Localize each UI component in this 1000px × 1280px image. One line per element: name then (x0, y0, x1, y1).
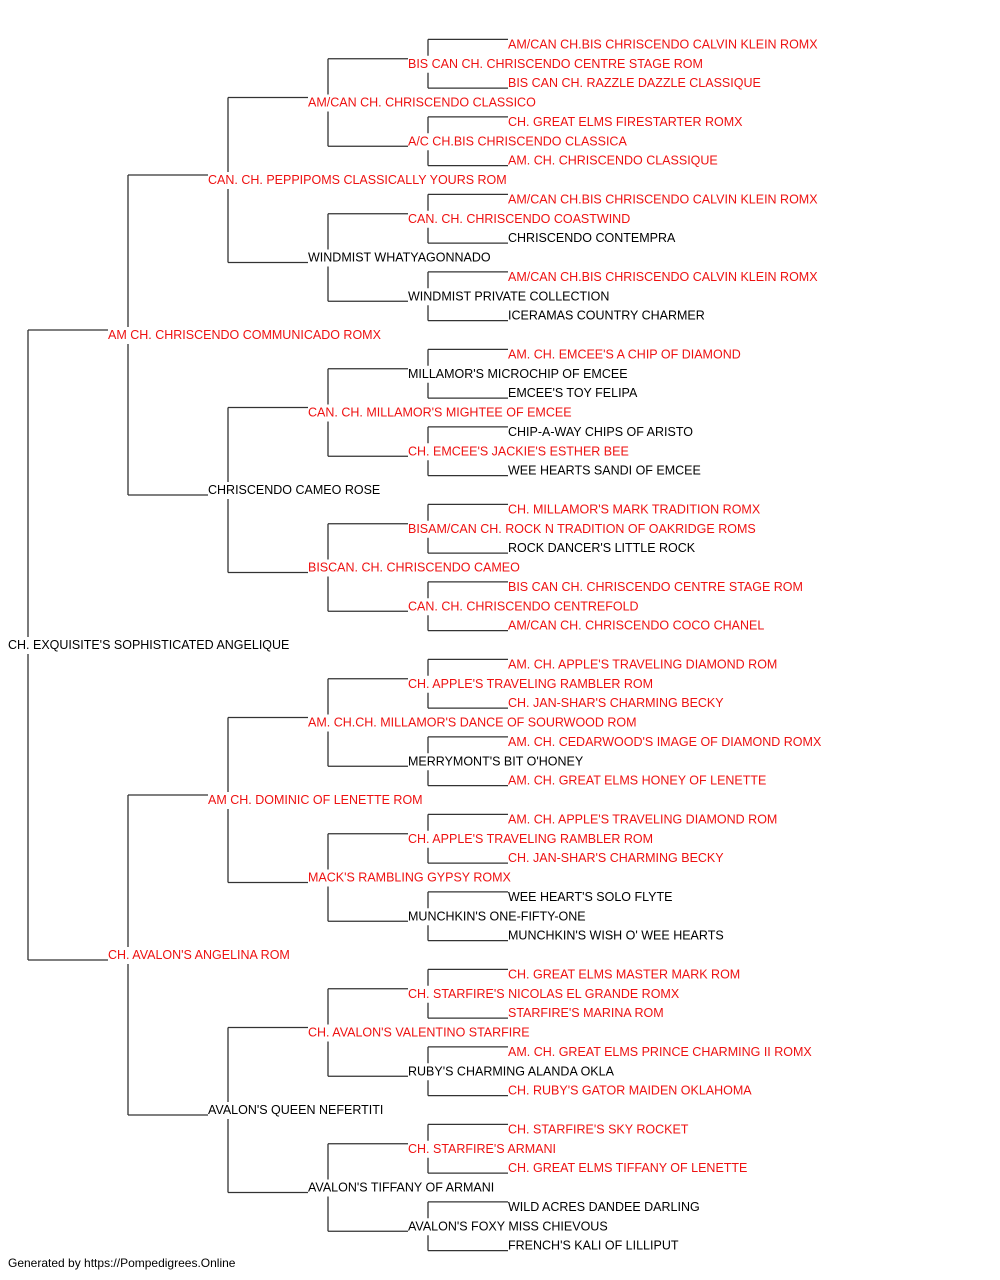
dog-name-dam-dam-sire-dam: RUBY'S CHARMING ALANDA OKLA (408, 1064, 615, 1078)
dog-name-sire-sire-sire-dam: A/C CH.BIS CHRISCENDO CLASSICA (408, 134, 627, 148)
dog-name-dam-sire-sire-dam-sire: AM. CH. CEDARWOOD'S IMAGE OF DIAMOND ROM… (508, 735, 822, 749)
dog-name-sire-sire-sire-dam-sire: CH. GREAT ELMS FIRESTARTER ROMX (508, 115, 743, 129)
dog-name-dam-sire-dam-dam: MUNCHKIN'S ONE-FIFTY-ONE (408, 909, 586, 923)
dog-name-dam-dam-dam: AVALON'S TIFFANY OF ARMANI (308, 1181, 494, 1195)
dog-name-sire-dam-sire-sire-sire: AM. CH. EMCEE'S A CHIP OF DIAMOND (508, 347, 741, 361)
dog-name-sire-sire-dam-dam-dam: ICERAMAS COUNTRY CHARMER (508, 309, 705, 323)
dog-name-dam-sire-dam-dam-dam: MUNCHKIN'S WISH O' WEE HEARTS (508, 929, 724, 943)
dog-name-dam-dam-sire: CH. AVALON'S VALENTINO STARFIRE (308, 1026, 530, 1040)
dog-name-dam-dam-sire-sire: CH. STARFIRE'S NICOLAS EL GRANDE ROMX (408, 987, 680, 1001)
dog-name-dam-sire-sire-dam: MERRYMONT'S BIT O'HONEY (408, 754, 584, 768)
dog-name-dam-sire-sire-dam-dam: AM. CH. GREAT ELMS HONEY OF LENETTE (508, 774, 766, 788)
dog-name-dam-dam-sire-dam-sire: AM. CH. GREAT ELMS PRINCE CHARMING II RO… (508, 1045, 812, 1059)
dog-name-dam-sire-dam: MACK'S RAMBLING GYPSY ROMX (308, 871, 512, 885)
footer-credit: Generated by https://Pompedigrees.Online (8, 1256, 236, 1270)
dog-name-sire-sire: CAN. CH. PEPPIPOMS CLASSICALLY YOURS ROM (208, 173, 507, 187)
dog-name-sire-dam-dam-dam-dam: AM/CAN CH. CHRISCENDO COCO CHANEL (508, 619, 764, 633)
dog-name-sire-dam: CHRISCENDO CAMEO ROSE (208, 483, 380, 497)
dog-name-sire-dam-sire-dam-dam: WEE HEARTS SANDI OF EMCEE (508, 464, 701, 478)
dog-name-dam-dam-dam-sire-dam: CH. GREAT ELMS TIFFANY OF LENETTE (508, 1161, 747, 1175)
dog-name-dam-dam-sire-sire-sire: CH. GREAT ELMS MASTER MARK ROM (508, 967, 740, 981)
dog-name-dam-dam-sire-sire-dam: STARFIRE'S MARINA ROM (508, 1006, 664, 1020)
dog-name-sire-sire-dam-sire-sire: AM/CAN CH.BIS CHRISCENDO CALVIN KLEIN RO… (508, 192, 818, 206)
dog-name-subject: CH. EXQUISITE'S SOPHISTICATED ANGELIQUE (8, 638, 289, 652)
dog-name-sire-dam-dam-sire: BISAM/CAN CH. ROCK N TRADITION OF OAKRID… (408, 522, 756, 536)
dog-name-sire-sire-dam-dam: WINDMIST PRIVATE COLLECTION (408, 289, 609, 303)
dog-name-sire-sire-sire-dam-dam: AM. CH. CHRISCENDO CLASSIQUE (508, 154, 718, 168)
dog-name-dam-dam-dam-dam-dam: FRENCH'S KALI OF LILLIPUT (508, 1239, 679, 1253)
dog-name-sire-dam-sire-sire-dam: EMCEE'S TOY FELIPA (508, 386, 638, 400)
dog-name-sire-sire-dam-dam-sire: AM/CAN CH.BIS CHRISCENDO CALVIN KLEIN RO… (508, 270, 818, 284)
dog-name-sire-dam-sire-dam-sire: CHIP-A-WAY CHIPS OF ARISTO (508, 425, 693, 439)
dog-name-dam-dam-dam-dam-sire: WILD ACRES DANDEE DARLING (508, 1200, 700, 1214)
dog-name-sire-dam-sire: CAN. CH. MILLAMOR'S MIGHTEE OF EMCEE (308, 406, 572, 420)
dog-name-sire-dam-sire-dam: CH. EMCEE'S JACKIE'S ESTHER BEE (408, 444, 629, 458)
dog-name-sire-sire-sire-sire: BIS CAN CH. CHRISCENDO CENTRE STAGE ROM (408, 57, 703, 71)
dog-name-dam-sire: AM CH. DOMINIC OF LENETTE ROM (208, 793, 423, 807)
dog-name-sire-sire-dam-sire: CAN. CH. CHRISCENDO COASTWIND (408, 212, 630, 226)
dog-name-dam-sire-dam-sire-sire: AM. CH. APPLE'S TRAVELING DIAMOND ROM (508, 812, 777, 826)
dog-name-sire-sire-sire-sire-sire: AM/CAN CH.BIS CHRISCENDO CALVIN KLEIN RO… (508, 37, 818, 51)
dog-name-sire: AM CH. CHRISCENDO COMMUNICADO ROMX (108, 328, 382, 342)
dog-name-sire-dam-dam-sire-sire: CH. MILLAMOR'S MARK TRADITION ROMX (508, 502, 761, 516)
dog-name-dam-dam-dam-sire: CH. STARFIRE'S ARMANI (408, 1142, 556, 1156)
dog-name-dam-dam: AVALON'S QUEEN NEFERTITI (208, 1103, 383, 1117)
dog-name-sire-dam-dam: BISCAN. CH. CHRISCENDO CAMEO (308, 561, 520, 575)
dog-name-sire-sire-dam: WINDMIST WHATYAGONNADO (308, 251, 491, 265)
dog-name-sire-dam-dam-dam-sire: BIS CAN CH. CHRISCENDO CENTRE STAGE ROM (508, 580, 803, 594)
dog-name-dam-sire-dam-dam-sire: WEE HEART'S SOLO FLYTE (508, 890, 672, 904)
dog-name-dam-sire-sire-sire-dam: CH. JAN-SHAR'S CHARMING BECKY (508, 696, 724, 710)
dog-name-dam-sire-dam-sire-dam: CH. JAN-SHAR'S CHARMING BECKY (508, 851, 724, 865)
dog-name-dam: CH. AVALON'S ANGELINA ROM (108, 948, 290, 962)
dog-name-dam-sire-sire-sire: CH. APPLE'S TRAVELING RAMBLER ROM (408, 677, 653, 691)
dog-name-sire-sire-sire: AM/CAN CH. CHRISCENDO CLASSICO (308, 96, 536, 110)
dog-name-sire-sire-sire-sire-dam: BIS CAN CH. RAZZLE DAZZLE CLASSIQUE (508, 76, 761, 90)
dog-name-dam-dam-dam-dam: AVALON'S FOXY MISS CHIEVOUS (408, 1219, 608, 1233)
dog-name-sire-dam-dam-sire-dam: ROCK DANCER'S LITTLE ROCK (508, 541, 696, 555)
dog-name-dam-sire-sire: AM. CH.CH. MILLAMOR'S DANCE OF SOURWOOD … (308, 716, 637, 730)
dog-name-sire-dam-sire-sire: MILLAMOR'S MICROCHIP OF EMCEE (408, 367, 628, 381)
dog-name-sire-dam-dam-dam: CAN. CH. CHRISCENDO CENTREFOLD (408, 599, 639, 613)
dog-name-dam-sire-dam-sire: CH. APPLE'S TRAVELING RAMBLER ROM (408, 832, 653, 846)
dog-name-sire-sire-dam-sire-dam: CHRISCENDO CONTEMPRA (508, 231, 676, 245)
dog-name-dam-dam-sire-dam-dam: CH. RUBY'S GATOR MAIDEN OKLAHOMA (508, 1084, 752, 1098)
dog-name-dam-sire-sire-sire-sire: AM. CH. APPLE'S TRAVELING DIAMOND ROM (508, 657, 777, 671)
dog-name-dam-dam-dam-sire-sire: CH. STARFIRE'S SKY ROCKET (508, 1122, 689, 1136)
